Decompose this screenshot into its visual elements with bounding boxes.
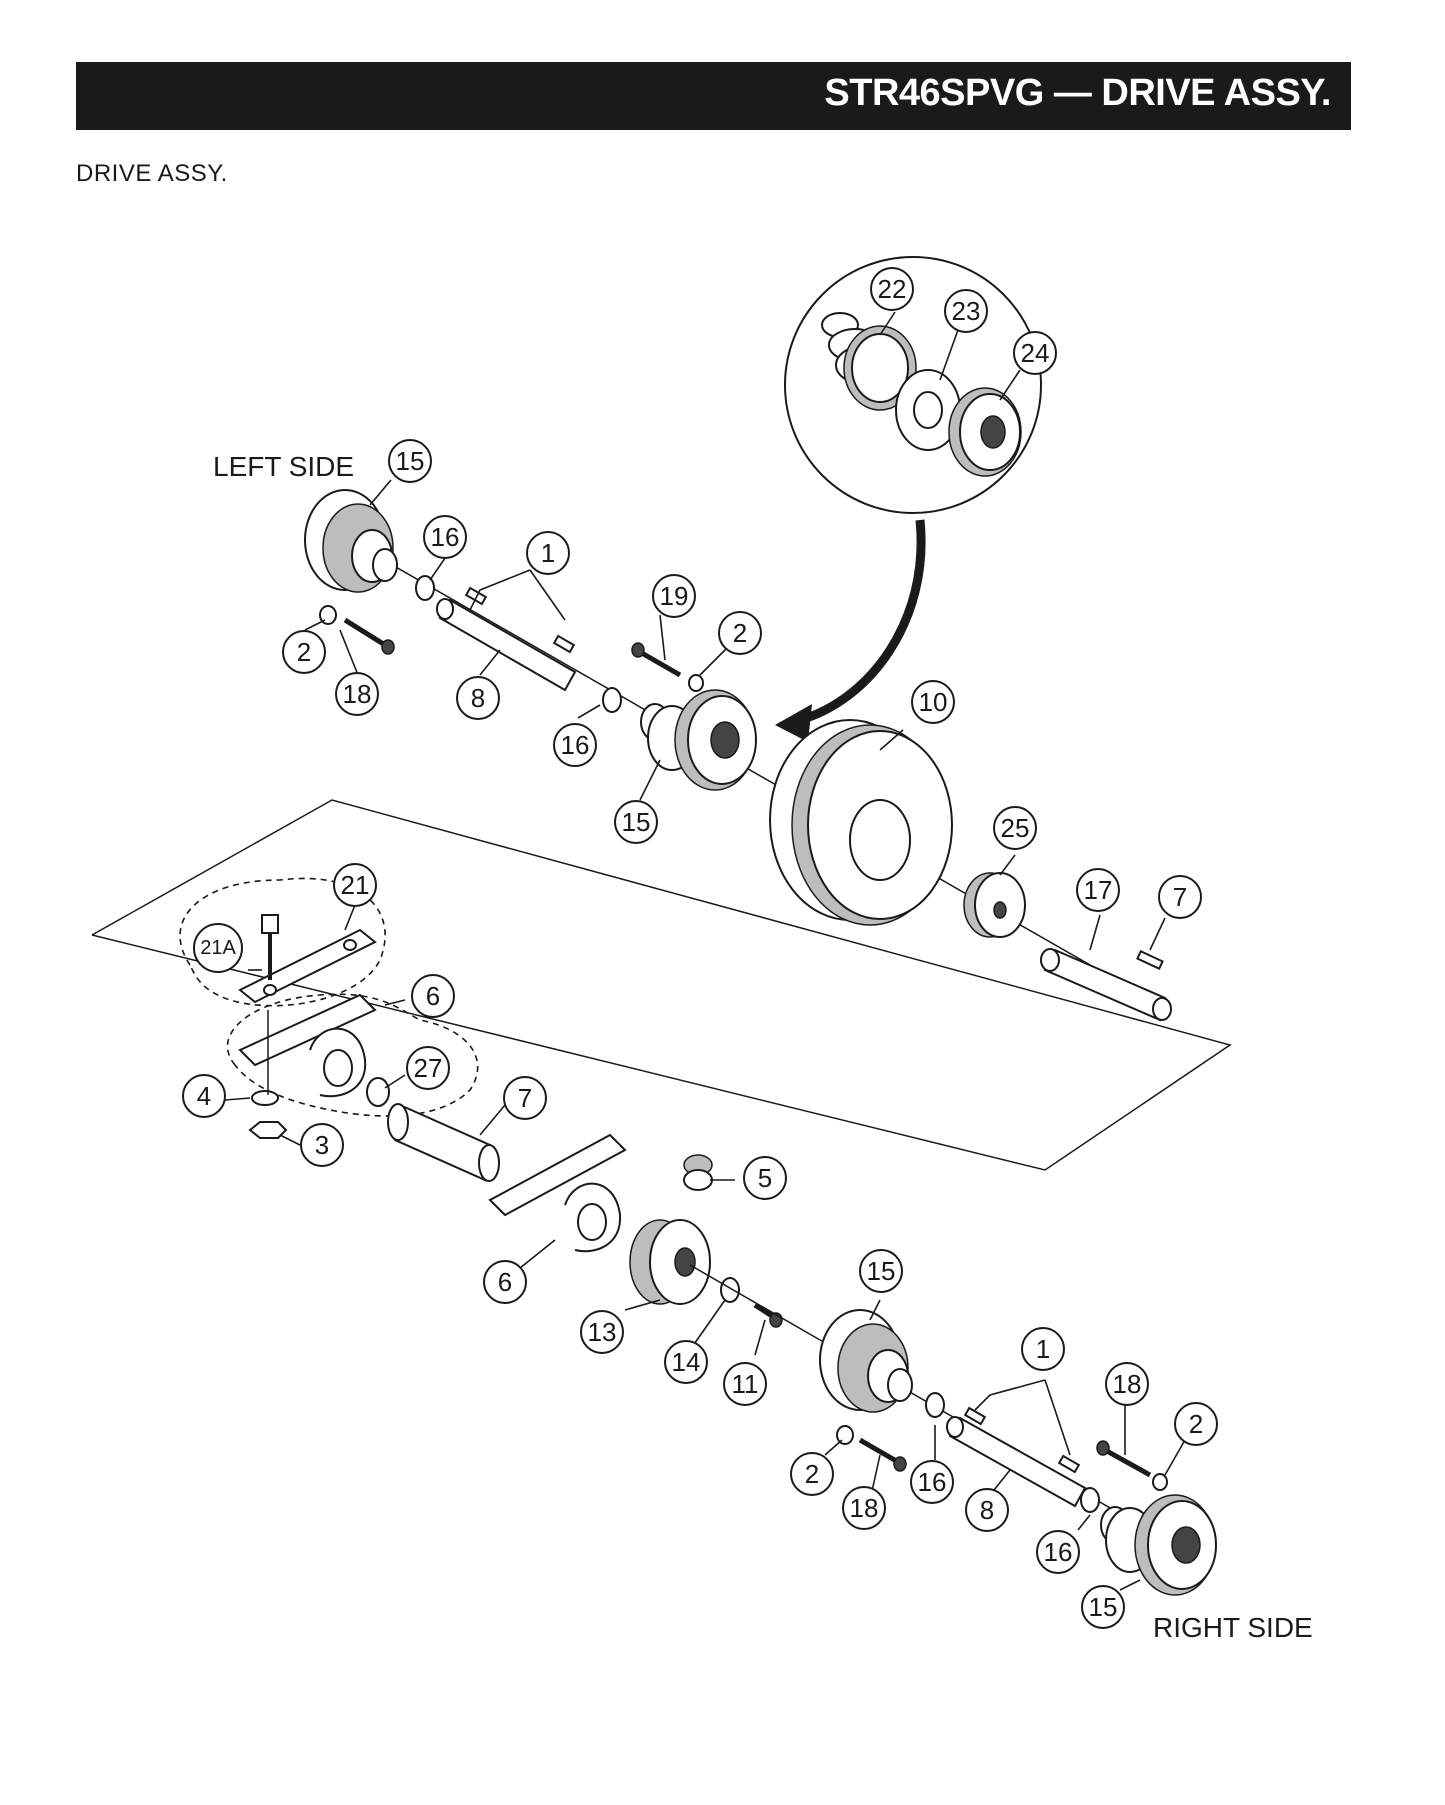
- svg-text:15: 15: [867, 1256, 896, 1286]
- callout-5: 5: [743, 1156, 787, 1200]
- svg-text:21: 21: [341, 870, 370, 900]
- callout-25: 25: [993, 806, 1037, 850]
- callout-1-left: 1: [526, 531, 570, 575]
- svg-text:27: 27: [414, 1053, 443, 1083]
- svg-text:15: 15: [622, 807, 651, 837]
- svg-text:24: 24: [1021, 338, 1050, 368]
- left-side-label: LEFT SIDE: [213, 451, 354, 482]
- svg-text:23: 23: [952, 296, 981, 326]
- callout-16-left: 16: [423, 515, 467, 559]
- frame-outline: [91, 799, 1232, 1171]
- callout-15-mid: 15: [614, 800, 658, 844]
- svg-text:13: 13: [588, 1317, 617, 1347]
- page-title: STR46SPVG — DRIVE ASSY.: [824, 72, 1331, 114]
- detail-arrow: [775, 519, 926, 742]
- callout-15-right: 15: [1081, 1585, 1125, 1629]
- callout-2-upper: 2: [718, 611, 762, 655]
- right-side-assembly: [819, 1309, 1217, 1596]
- bearing-assembly: [179, 877, 821, 1341]
- svg-text:7: 7: [518, 1083, 532, 1113]
- callout-14: 14: [664, 1340, 708, 1384]
- callout-4: 4: [182, 1074, 226, 1118]
- svg-text:22: 22: [878, 274, 907, 304]
- svg-text:11: 11: [732, 1369, 759, 1399]
- svg-text:18: 18: [1113, 1369, 1142, 1399]
- callout-16-mid: 16: [553, 723, 597, 767]
- svg-text:18: 18: [343, 679, 372, 709]
- callout-23: 23: [944, 289, 988, 333]
- svg-text:19: 19: [660, 581, 689, 611]
- svg-text:16: 16: [561, 730, 590, 760]
- svg-text:15: 15: [1089, 1592, 1118, 1622]
- svg-text:16: 16: [1044, 1537, 1073, 1567]
- svg-text:14: 14: [672, 1347, 701, 1377]
- svg-text:17: 17: [1084, 875, 1113, 905]
- svg-text:10: 10: [919, 687, 948, 717]
- callout-2-right: 2: [1174, 1402, 1218, 1446]
- callout-24: 24: [1013, 331, 1057, 375]
- section-subtitle: DRIVE ASSY.: [76, 160, 228, 187]
- callout-16-right: 16: [1036, 1530, 1080, 1574]
- svg-text:3: 3: [315, 1130, 329, 1160]
- header-bar: STR46SPVG — DRIVE ASSY.: [76, 62, 1351, 130]
- callout-10: 10: [911, 680, 955, 724]
- leader-lines: [224, 479, 1186, 1591]
- svg-text:5: 5: [758, 1163, 772, 1193]
- callout-7: 7: [503, 1076, 547, 1120]
- svg-text:16: 16: [918, 1467, 947, 1497]
- callout-27: 27: [406, 1046, 450, 1090]
- callout-8-right: 8: [965, 1488, 1009, 1532]
- svg-text:1: 1: [541, 538, 555, 568]
- svg-text:6: 6: [426, 981, 440, 1011]
- svg-text:8: 8: [980, 1495, 994, 1525]
- callout-18-lower: 18: [842, 1486, 886, 1530]
- callout-16-lower: 16: [910, 1460, 954, 1504]
- callout-13: 13: [580, 1310, 624, 1354]
- callout-9: 7: [1158, 875, 1202, 919]
- callout-21a: 21A: [193, 923, 243, 973]
- right-side-label: RIGHT SIDE: [1153, 1612, 1313, 1643]
- svg-text:7: 7: [1173, 882, 1187, 912]
- svg-text:2: 2: [805, 1459, 819, 1489]
- callout-18-left: 18: [335, 672, 379, 716]
- callout-21: 21: [333, 863, 377, 907]
- callout-6-upper: 6: [411, 974, 455, 1018]
- svg-text:18: 18: [850, 1493, 879, 1523]
- callout-6-lower: 6: [483, 1260, 527, 1304]
- callout-1-right: 1: [1021, 1327, 1065, 1371]
- svg-text:8: 8: [471, 683, 485, 713]
- svg-text:25: 25: [1001, 813, 1030, 843]
- svg-text:2: 2: [733, 618, 747, 648]
- callout-15-left: 15: [388, 439, 432, 483]
- callout-17: 17: [1076, 868, 1120, 912]
- callout-3: 3: [300, 1123, 344, 1167]
- svg-text:4: 4: [197, 1081, 211, 1111]
- svg-text:2: 2: [297, 637, 311, 667]
- callout-8-left: 8: [456, 676, 500, 720]
- callout-22: 22: [870, 267, 914, 311]
- callout-18-right: 18: [1105, 1362, 1149, 1406]
- svg-text:2: 2: [1189, 1409, 1203, 1439]
- svg-text:1: 1: [1036, 1334, 1050, 1364]
- svg-text:15: 15: [396, 446, 425, 476]
- svg-text:21A: 21A: [200, 937, 236, 959]
- svg-text:6: 6: [498, 1267, 512, 1297]
- callout-19: 19: [652, 574, 696, 618]
- left-side-assembly: [304, 489, 1172, 1022]
- svg-text:16: 16: [431, 522, 460, 552]
- callout-2-lower: 2: [790, 1452, 834, 1496]
- callout-11: 11: [723, 1362, 767, 1406]
- callout-2-left: 2: [282, 630, 326, 674]
- callout-15-lower: 15: [859, 1249, 903, 1293]
